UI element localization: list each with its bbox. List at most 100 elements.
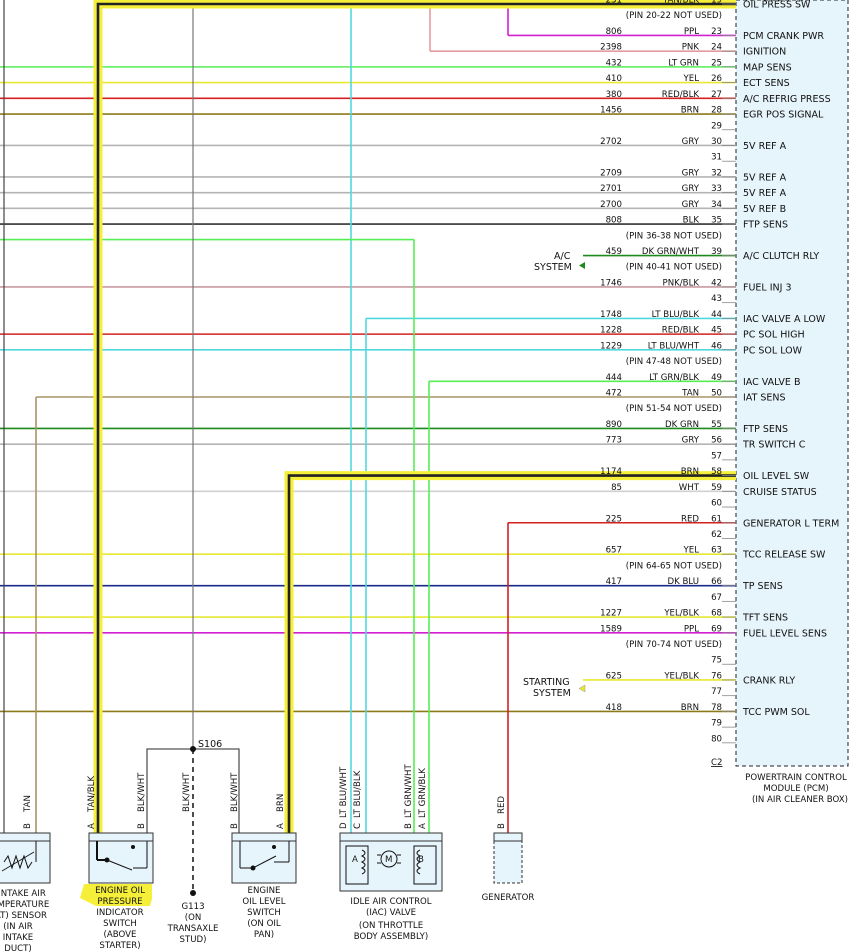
pin-number: 58 <box>711 467 722 477</box>
pin-function: FUEL INJ 3 <box>743 282 792 293</box>
pin-number: 45 <box>711 326 722 336</box>
generator-label: GENERATOR <box>482 893 535 903</box>
circuit-number: 625 <box>606 671 622 681</box>
circuit-number: 1229 <box>600 341 622 351</box>
circuit-number: 1456 <box>600 106 622 116</box>
coil-b-icon <box>416 849 422 875</box>
circuit-number: 2398 <box>600 43 622 53</box>
pin-function: 5V REF A <box>743 188 787 199</box>
circuit-number: 432 <box>606 58 622 68</box>
pin-number: 24 <box>711 43 722 53</box>
pin-function: IAC VALVE B <box>743 377 800 388</box>
circuit-number: 1174 <box>600 467 622 477</box>
splice-label: S106 <box>198 739 222 750</box>
pin-number: 55 <box>711 420 722 430</box>
ground-label-4: STUD) <box>180 935 207 945</box>
circuit-number: 2709 <box>600 168 622 178</box>
iat-sensor <box>0 832 51 884</box>
pin-number: 56 <box>711 436 722 446</box>
pin-number: 39 <box>711 247 722 257</box>
wire-color: RED/BLK <box>662 326 700 336</box>
pin-function: OIL PRESS SW <box>743 0 811 11</box>
iat-wire-color: TAN <box>23 795 33 813</box>
ground-label-2: (ON <box>185 913 202 923</box>
splice-dot <box>190 746 196 752</box>
circuit-number: 225 <box>606 514 622 524</box>
pin-function: TP SENS <box>742 581 783 592</box>
wire-color: DK GRN <box>665 420 699 430</box>
pin-number: 67 <box>711 593 722 603</box>
not-used-note: (PIN 64-65 NOT USED) <box>626 561 722 571</box>
ground-label-3: TRANSAXLE <box>167 924 219 934</box>
pin-number: 19 <box>711 0 722 6</box>
ac-arrow-icon <box>579 262 585 269</box>
wire-color: GRY <box>682 436 700 446</box>
pin-number: 35 <box>711 216 722 226</box>
circuit-number: 418 <box>606 703 622 713</box>
pin-number: 62 <box>711 530 722 540</box>
wire-color: LT BLU/WHT <box>648 341 700 351</box>
pin-number: 80 <box>711 734 722 744</box>
wire-color: RED <box>681 514 699 524</box>
oil-level-pin-b: B <box>230 823 240 829</box>
oil-press-pin-a: A <box>87 823 97 829</box>
iac-coil-b-label: B <box>418 855 424 865</box>
pin-number: 30 <box>711 137 722 147</box>
pin-number: 61 <box>711 514 722 524</box>
pin-number: 28 <box>711 106 722 116</box>
pin-number: 43 <box>711 294 722 304</box>
wire-color: LT GRN/BLK <box>649 373 699 383</box>
wire-color: YEL <box>683 74 700 84</box>
wire-color: GRY <box>682 184 700 194</box>
oil-press-label-6: STARTER) <box>99 941 140 951</box>
wire-color: LT BLU/BLK <box>652 310 700 320</box>
wire-color: WHT <box>679 483 700 493</box>
gen-wire-color: RED <box>497 796 507 814</box>
pin-number: 49 <box>711 373 722 383</box>
not-used-note: (PIN 47-48 NOT USED) <box>626 357 722 367</box>
iac-pin-c: C <box>353 823 363 829</box>
generator <box>493 832 523 884</box>
circuit-number: 890 <box>606 420 622 430</box>
wire-color: PNK <box>682 43 700 53</box>
iac-b-color: LT GRN/WHT <box>404 764 414 818</box>
wire-color: RED/BLK <box>662 90 700 100</box>
wire-color: DK BLU <box>667 577 699 587</box>
pin-function: A/C REFRIG PRESS <box>743 94 831 105</box>
oil-press-highlight <box>93 0 736 833</box>
iat-pin-b: B <box>23 823 33 829</box>
pin-function: PCM CRANK PWR <box>743 31 824 42</box>
pin-function: TCC RELEASE SW <box>742 550 826 561</box>
pin-function: CRANK RLY <box>743 675 795 686</box>
horizontal-wires <box>0 34 736 713</box>
iat-label-2: TEMPERATURE <box>0 900 49 910</box>
circuit-number: 380 <box>606 90 622 100</box>
gen-pin-b: B <box>497 823 507 829</box>
pin-number: 50 <box>711 389 722 399</box>
circuit-number: 444 <box>606 373 622 383</box>
oil-level-label-4: (ON OIL <box>247 919 281 929</box>
iat-label-1: INTAKE AIR <box>0 889 46 899</box>
coil-a-icon <box>360 849 366 875</box>
oil-level-label-3: SWITCH <box>247 908 281 918</box>
wire-color: BRN <box>681 703 699 713</box>
pin-number: 78 <box>711 703 722 713</box>
circuit-number: 2700 <box>600 200 622 210</box>
oil-press-label-5: (ABOVE <box>104 930 137 940</box>
oil-level-wire-color: BRN <box>276 794 286 812</box>
pin-number: 23 <box>711 27 722 37</box>
vertical-wires <box>0 0 736 893</box>
pin-function: GENERATOR L TERM <box>743 518 839 529</box>
pin-function: TFT SENS <box>742 613 788 624</box>
wire-color: YEL/BLK <box>663 609 699 619</box>
pin-number: 79 <box>711 719 722 729</box>
oil-press-label-3: INDICATOR <box>96 908 143 918</box>
pin-function: 5V REF A <box>743 172 787 183</box>
pin-function: 5V REF B <box>743 204 786 215</box>
iac-coil-a-label: A <box>352 855 358 865</box>
oil-press-label-4: SWITCH <box>103 919 137 929</box>
oil-press-label-1: ENGINE OIL <box>95 886 145 896</box>
circuit-number: 410 <box>606 74 622 84</box>
oil-level-pin-a: A <box>276 823 286 829</box>
pin-number: 66 <box>711 577 722 587</box>
